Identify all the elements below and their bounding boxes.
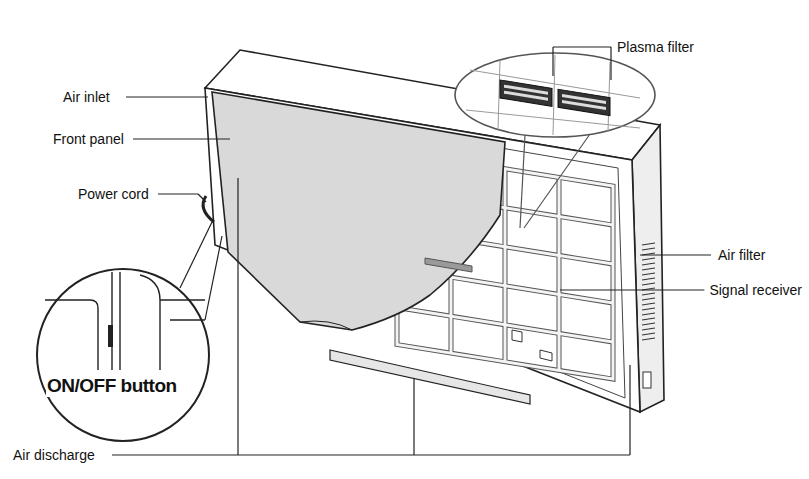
button-label: ON/OFF button [46,375,178,397]
on-off-button-mark [108,325,113,347]
inset-line [205,236,222,320]
front-panel [212,92,505,330]
part-label: Front panel [52,131,125,147]
zoom-ellipse [455,53,655,137]
part-label: Power cord [77,186,150,202]
louver-tabs [512,330,552,361]
part-label: Air inlet [62,89,111,105]
part-label: Plasma filter [616,39,695,55]
leader-lines [112,47,711,455]
part-label: Signal receiver [708,282,803,298]
side-vents [642,243,655,340]
side-tab [643,372,651,388]
signal-receiver-window [425,258,472,272]
plasma-filter-zoom [500,80,610,116]
zoom-line [524,134,590,228]
discharge-louver [330,350,530,404]
inset-detail [45,272,205,370]
part-label: Air discharge [12,447,96,463]
panel-curl [300,321,352,330]
part-label: Air filter [717,247,766,263]
inset-line [180,222,212,288]
power-cord [203,196,214,222]
inset-circle [37,269,209,441]
zoom-line [520,135,525,228]
